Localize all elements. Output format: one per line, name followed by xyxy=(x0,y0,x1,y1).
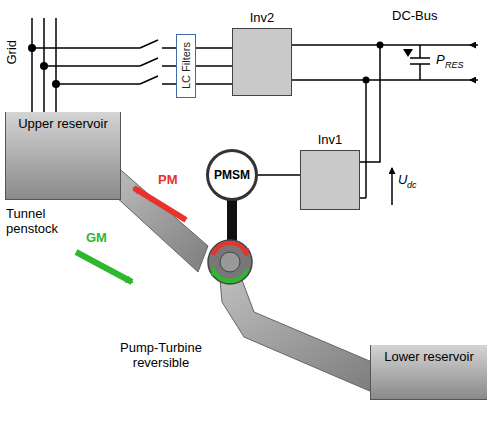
reservoir: Lower reservoir xyxy=(370,345,487,400)
reservoir: Upper reservoir xyxy=(5,112,121,200)
block-heading: Inv2 xyxy=(233,10,291,25)
filter-label: LC Filters xyxy=(180,42,192,89)
inverter-box: Inv2 xyxy=(232,28,292,96)
mode-label: GM xyxy=(86,230,107,245)
block-heading: Inv1 xyxy=(301,132,359,147)
filter-box: LC Filters xyxy=(176,34,196,98)
wire-connector xyxy=(196,65,232,67)
power-symbol: P xyxy=(436,52,445,67)
inverter-box: Inv1 xyxy=(300,150,360,210)
bus-label: DC-Bus xyxy=(392,8,438,23)
voltage-symbol: U xyxy=(398,172,407,187)
grid-label: Grid xyxy=(4,40,19,65)
voltage-subscript: dc xyxy=(407,180,417,190)
motor-label: PMSM xyxy=(214,168,250,182)
power-subscript: RES xyxy=(445,60,464,70)
motor-circle: PMSM xyxy=(206,149,258,201)
turbine-label: Pump-Turbine reversible xyxy=(96,340,226,370)
mode-label: PM xyxy=(158,172,178,187)
wire-connector xyxy=(292,45,380,162)
penstock-label: Tunnel penstock xyxy=(6,206,68,236)
reservoir-label: Lower reservoir xyxy=(371,349,487,364)
wire-connector xyxy=(258,174,300,176)
reservoir-label: Upper reservoir xyxy=(6,116,120,131)
